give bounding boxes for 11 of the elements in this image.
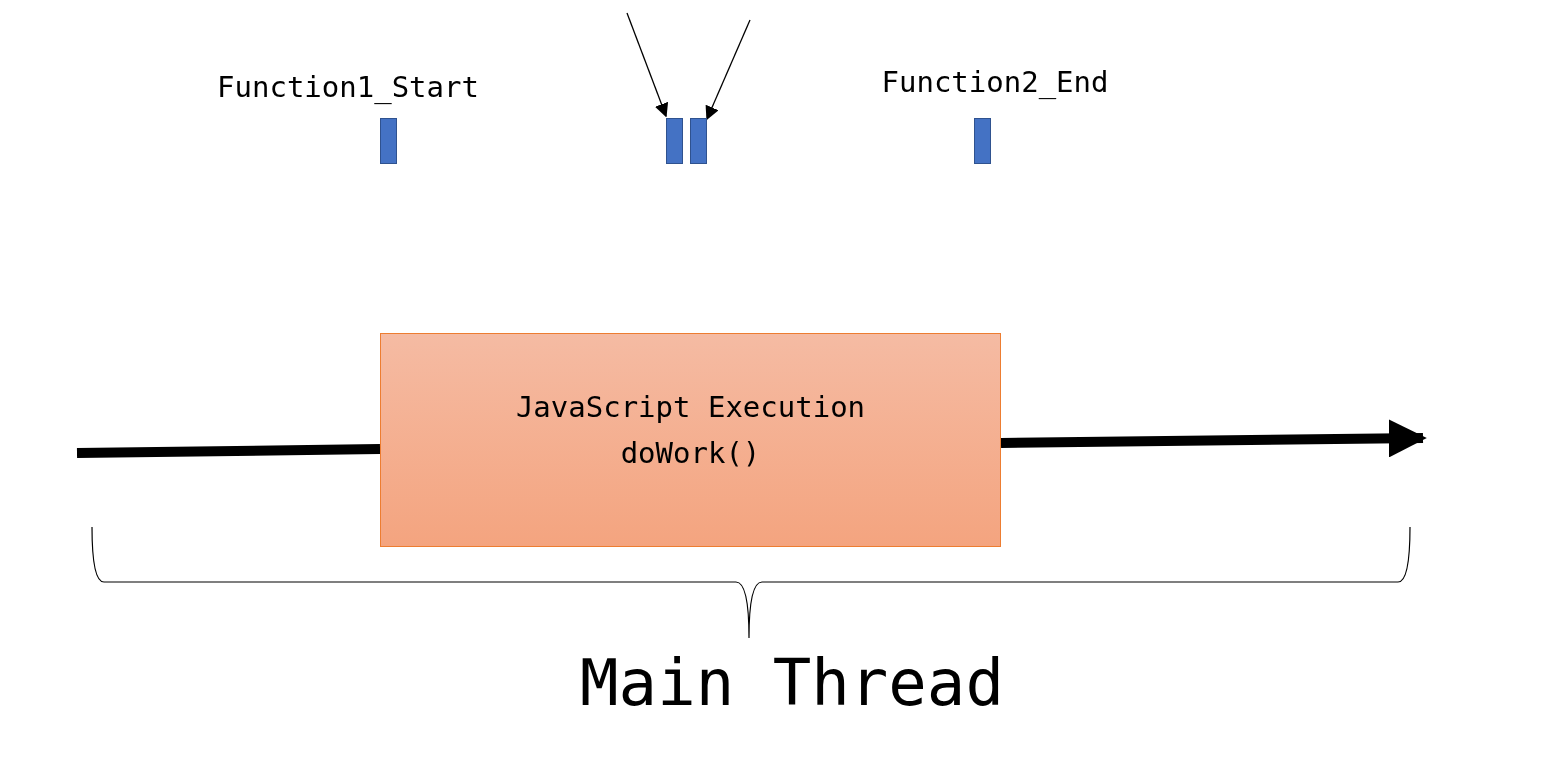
- arrow: [705, 19, 751, 121]
- marker-label: Function1_Start: [217, 70, 479, 104]
- block-text: doWork(): [620, 435, 761, 472]
- arrow: [626, 12, 669, 118]
- thread-label: Main Thread: [580, 646, 1004, 720]
- execution-block: [380, 333, 1001, 547]
- marker-label: Function2_End: [881, 65, 1109, 99]
- marker-bar: [666, 118, 683, 164]
- block-text: JavaScript Execution: [515, 389, 866, 426]
- marker-bar: [690, 118, 707, 164]
- timeline-arrow: [1000, 419, 1427, 458]
